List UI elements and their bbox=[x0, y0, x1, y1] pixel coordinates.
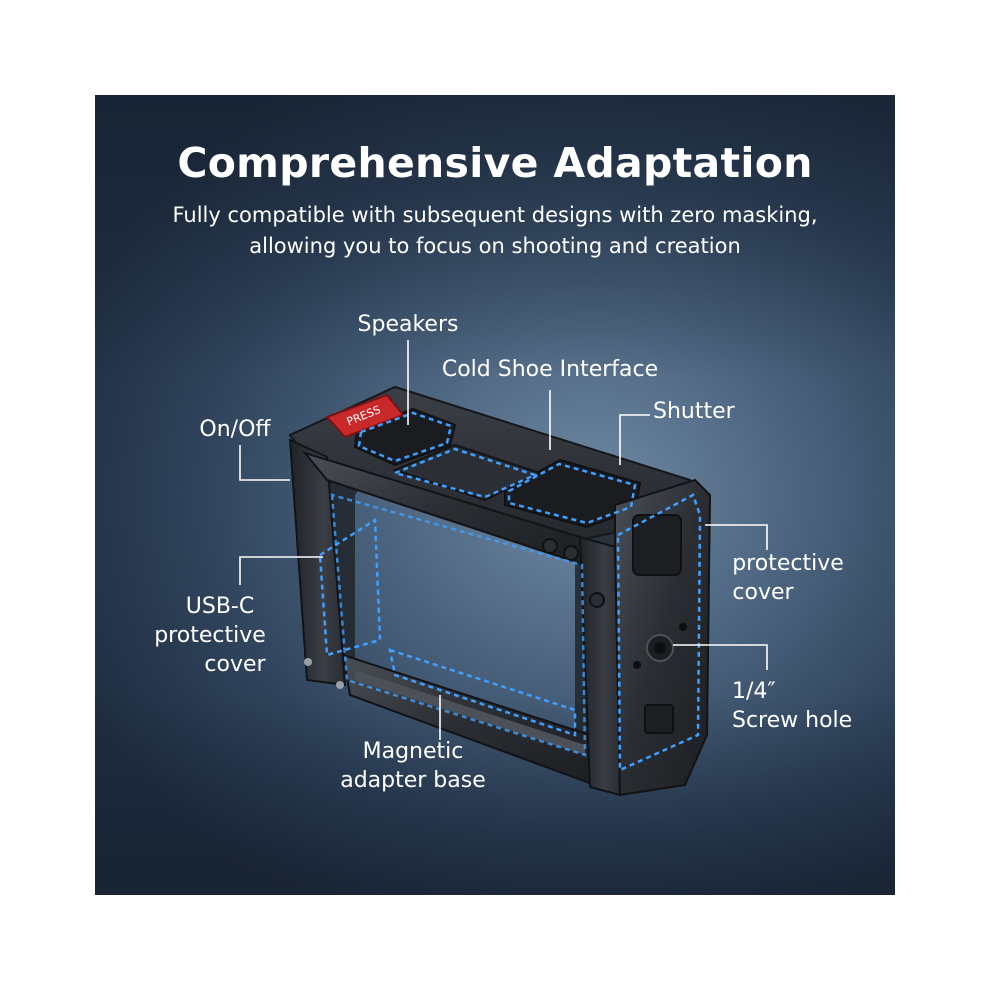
protective-cover-label-line-1: protective bbox=[732, 551, 844, 576]
callout-lines bbox=[239, 340, 768, 740]
product-panel: Comprehensive Adaptation Fully compatibl… bbox=[95, 95, 895, 895]
usbc-label-line-2: protective bbox=[154, 623, 266, 648]
shutter-label: Shutter bbox=[653, 399, 735, 424]
cage-screws bbox=[304, 538, 605, 689]
screw-hole-label-line-1: 1/4″ bbox=[732, 679, 776, 704]
cold-shoe-label: Cold Shoe Interface bbox=[441, 357, 659, 382]
feature-highlights bbox=[318, 411, 702, 772]
cage-front-frame bbox=[288, 438, 622, 797]
speakers-label: Speakers bbox=[357, 312, 459, 337]
on-off-line bbox=[239, 445, 290, 481]
subtitle-line-2: allowing you to focus on shooting and cr… bbox=[249, 234, 741, 258]
usbc-line bbox=[239, 556, 323, 585]
screw-hole-line bbox=[673, 644, 768, 670]
magnetic-label-line-2: adapter base bbox=[340, 768, 486, 793]
page-title: Comprehensive Adaptation bbox=[177, 139, 813, 187]
press-button: PRESS bbox=[325, 393, 405, 439]
camera-cage-illustration: PRESS bbox=[239, 340, 768, 797]
screw-hole-label-line-2: Screw hole bbox=[732, 708, 853, 733]
protective-cover-line bbox=[705, 524, 768, 550]
usbc-label-line-3: cover bbox=[204, 652, 266, 677]
shutter-line bbox=[619, 414, 650, 465]
protective-cover-label-line-2: cover bbox=[732, 580, 794, 605]
subtitle-line-1: Fully compatible with subsequent designs… bbox=[172, 203, 818, 227]
on-off-label: On/Off bbox=[199, 417, 271, 442]
magnetic-label-line-1: Magnetic bbox=[362, 739, 464, 764]
cage-side-block bbox=[614, 478, 712, 797]
usbc-label-line-1: USB-C bbox=[185, 594, 255, 619]
